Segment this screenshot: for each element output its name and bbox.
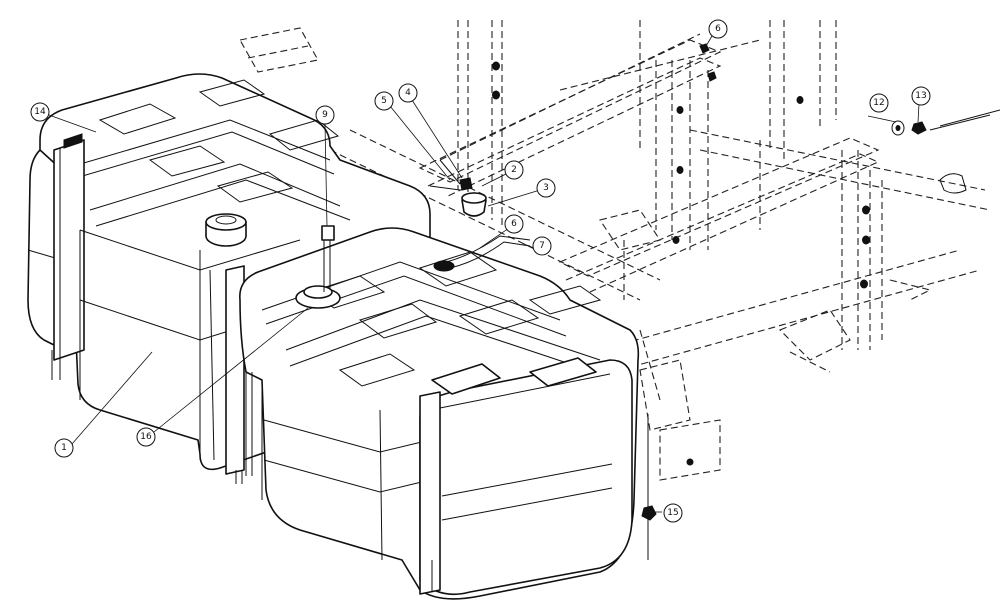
callout-label: 6 <box>511 219 517 229</box>
callout-circle <box>54 438 74 458</box>
callout-13: 13 <box>911 86 931 106</box>
callout-5: 5 <box>374 91 394 111</box>
chassis-frame <box>239 20 1000 560</box>
callout-label: 15 <box>667 508 678 518</box>
callout-circle <box>504 214 524 234</box>
callout-14: 14 <box>30 102 50 122</box>
callout-1: 1 <box>54 438 74 458</box>
callout-15: 15 <box>663 503 683 523</box>
callout-circle <box>708 19 728 39</box>
callout-4: 4 <box>398 83 418 103</box>
callout-16: 16 <box>136 427 156 447</box>
callout-circle <box>136 427 156 447</box>
front-fuel-tank <box>239 225 640 600</box>
callout-label: 7 <box>539 241 545 251</box>
callout-label: 5 <box>381 96 387 106</box>
callout-balloons: 14 9 5 4 2 3 6 7 6 12 13 1 16 15 <box>30 19 931 523</box>
callout-6a: 6 <box>504 214 524 234</box>
rear-fuel-tank <box>27 73 431 484</box>
callout-circle <box>398 83 418 103</box>
callout-label: 6 <box>715 24 721 34</box>
callout-6b: 6 <box>708 19 728 39</box>
callout-circle <box>315 105 335 125</box>
callout-label: 4 <box>405 88 411 98</box>
leader-lines <box>48 35 920 513</box>
callout-label: 2 <box>511 165 517 175</box>
callout-2: 2 <box>504 160 524 180</box>
callout-circle <box>532 236 552 256</box>
callout-7: 7 <box>532 236 552 256</box>
vent-fitting-assembly <box>429 159 487 217</box>
callout-label: 13 <box>915 91 926 101</box>
callout-circle <box>869 93 889 113</box>
callout-label: 9 <box>322 110 328 120</box>
callout-12: 12 <box>869 93 889 113</box>
callout-3: 3 <box>536 178 556 198</box>
callout-circle <box>663 503 683 523</box>
callout-circle <box>504 160 524 180</box>
callout-circle <box>911 86 931 106</box>
callout-label: 14 <box>34 107 46 117</box>
callout-label: 1 <box>61 443 67 453</box>
callout-circle <box>374 91 394 111</box>
callout-circle <box>536 178 556 198</box>
callout-circle <box>30 102 50 122</box>
callout-label: 3 <box>543 183 549 193</box>
callout-label: 12 <box>873 98 884 108</box>
callout-label: 16 <box>140 432 152 442</box>
callout-9: 9 <box>315 105 335 125</box>
